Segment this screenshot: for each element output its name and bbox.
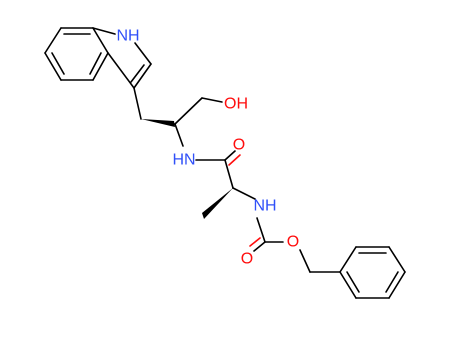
bond — [134, 42, 152, 65]
bond — [339, 246, 357, 273]
amide-oxygen-label: O — [233, 137, 245, 154]
bond — [253, 241, 266, 252]
bond — [299, 249, 311, 273]
double-bond-inner — [385, 271, 399, 293]
bond — [92, 52, 109, 81]
benzyl-ring — [339, 246, 406, 299]
double-bond-inner — [346, 271, 360, 293]
carbonyl-double-bond — [228, 154, 241, 166]
bond — [388, 246, 406, 273]
bond — [107, 52, 135, 89]
double-bond-inner — [51, 52, 65, 75]
bond — [201, 97, 223, 103]
indole-nh-label: NH — [116, 28, 139, 45]
ester-oxygen-label: O — [287, 234, 299, 251]
carbamate-nh-label: NH — [253, 198, 276, 215]
bond — [256, 217, 266, 243]
amide-nh-label: HN — [172, 152, 195, 169]
double-bond-inner — [89, 52, 102, 75]
bond — [133, 63, 152, 89]
bond — [224, 159, 234, 189]
bond — [174, 123, 184, 147]
bond — [44, 27, 62, 54]
indole-pyrrole-ring — [92, 27, 152, 89]
bond — [92, 27, 116, 35]
bond — [133, 87, 142, 120]
carbamate-group — [249, 217, 341, 273]
indole-benzene-ring — [44, 27, 109, 81]
bond — [388, 271, 406, 299]
wedge-bond — [202, 188, 233, 219]
bond — [339, 271, 357, 299]
carbamate-carbonyl-oxygen-label: O — [241, 251, 253, 268]
bond — [44, 52, 62, 81]
hydroxyl-label: OH — [224, 96, 248, 113]
amide-group — [195, 150, 241, 189]
bond — [92, 27, 109, 54]
bond — [224, 150, 236, 161]
side-chain — [133, 87, 223, 147]
wedge-bond — [141, 119, 175, 127]
carbonyl-double-bond — [249, 237, 261, 247]
bond — [174, 97, 203, 125]
alanine-center — [202, 187, 256, 219]
bond — [232, 187, 256, 200]
double-bond-inner — [130, 64, 145, 83]
